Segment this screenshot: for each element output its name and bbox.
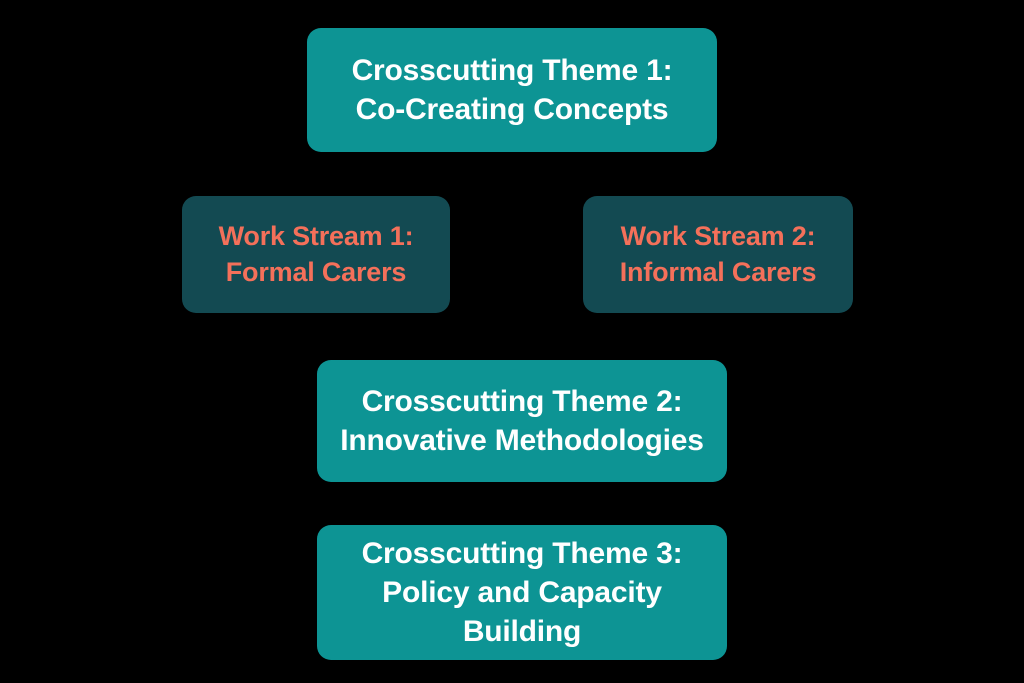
crosscutting-theme-3-line-2: Policy and Capacity: [382, 576, 662, 609]
work-stream-2-line-1: Work Stream 2:: [620, 221, 816, 252]
work-stream-1-line-2: Formal Carers: [225, 256, 407, 287]
crosscutting-theme-2-line-1: Crosscutting Theme 2:: [361, 385, 683, 418]
crosscutting-theme-3-line-3: Building: [462, 615, 582, 648]
crosscutting-theme-1-box: Crosscutting Theme 1: Co-Creating Concep…: [307, 28, 717, 152]
work-stream-2-box: Work Stream 2: Informal Carers: [583, 196, 853, 313]
crosscutting-theme-1-line-2: Co-Creating Concepts: [355, 93, 669, 126]
crosscutting-theme-1-line-1: Crosscutting Theme 1:: [351, 54, 673, 87]
crosscutting-theme-2-box: Crosscutting Theme 2: Innovative Methodo…: [317, 360, 727, 482]
crosscutting-theme-3-line-1: Crosscutting Theme 3:: [361, 537, 683, 570]
crosscutting-theme-3-box: Crosscutting Theme 3: Policy and Capacit…: [317, 525, 727, 660]
work-stream-1-box: Work Stream 1: Formal Carers: [182, 196, 450, 313]
crosscutting-theme-2-line-2: Innovative Methodologies: [340, 424, 704, 457]
work-stream-2-line-2: Informal Carers: [619, 256, 817, 287]
work-stream-1-line-1: Work Stream 1:: [218, 221, 414, 252]
